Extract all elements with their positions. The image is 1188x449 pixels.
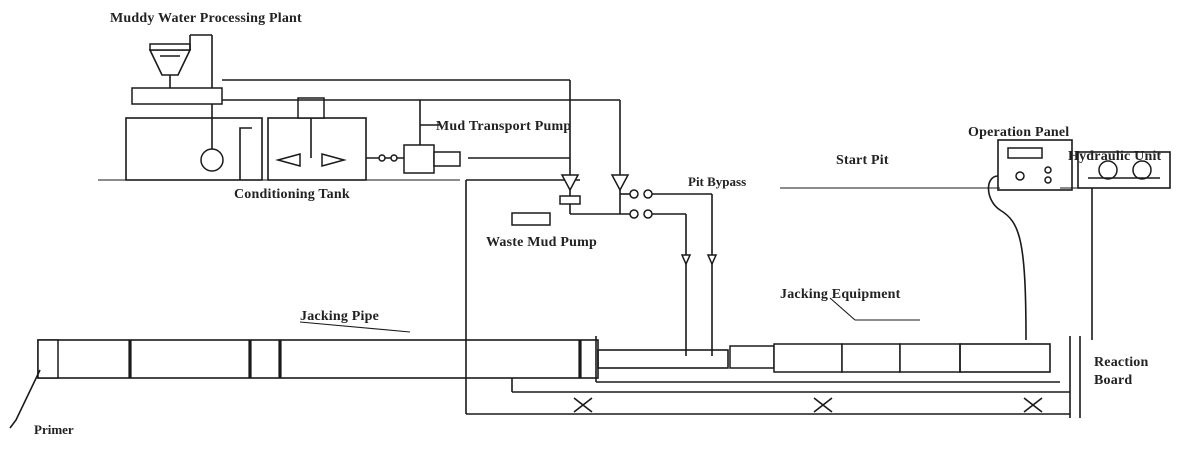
label-primer: Primer (34, 422, 74, 437)
operation-panel (988, 140, 1072, 340)
jacking-equipment (598, 298, 1050, 372)
label-waste-mud-pump: Waste Mud Pump (486, 235, 597, 250)
label-start-pit: Start Pit (836, 153, 889, 168)
primer-leader (10, 370, 40, 428)
label-hydraulic-unit: Hydraulic Unit (1068, 149, 1162, 164)
pit-supports (574, 398, 1042, 412)
label-reaction-board-1: Reaction (1094, 355, 1148, 370)
label-jacking-pipe: Jacking Pipe (300, 309, 379, 324)
hydraulic-unit (1078, 152, 1170, 340)
conditioning-tank (126, 98, 366, 180)
label-reaction-board-2: Board (1094, 373, 1132, 388)
label-jacking-equipment: Jacking Equipment (780, 287, 901, 302)
jacking-pipe-string (38, 322, 598, 378)
label-conditioning-tank: Conditioning Tank (234, 187, 350, 202)
label-mud-transport-pump: Mud Transport Pump (436, 119, 571, 134)
muddy-water-plant (132, 35, 222, 104)
label-operation-panel: Operation Panel (968, 125, 1069, 140)
label-muddy-water-plant: Muddy Water Processing Plant (110, 11, 302, 26)
label-pit-bypass: Pit Bypass (688, 174, 746, 189)
